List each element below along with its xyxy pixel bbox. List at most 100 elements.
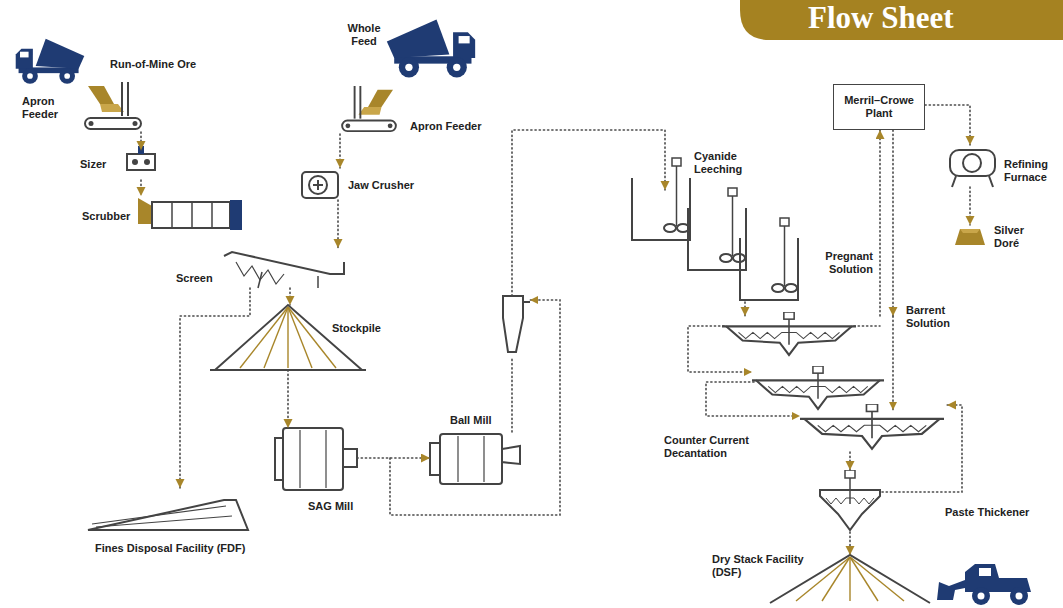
illustration-part [688,326,752,372]
illustration-part [171,202,173,228]
illustration-part [854,325,880,327]
apron-feeders [85,82,396,131]
illustration-part [440,434,502,484]
ball-mill [430,434,520,484]
illustration-part [963,154,981,172]
illustration-part [989,176,993,187]
illustration-part [211,202,213,228]
illustration-part [132,159,138,165]
flow-connector [879,130,881,316]
illustration-part [309,176,327,194]
illustration-part [457,436,458,482]
illustration-part [752,366,884,409]
scrubber [138,198,242,230]
illustration-part [796,557,850,601]
equipment-label: Ball Mill [450,414,492,427]
illustration-part [390,300,560,515]
flow-connector [140,180,142,196]
equipment: Apron Feeder [84,82,142,132]
illustration-part [191,202,193,228]
illustration-part [952,176,956,187]
illustration-part [849,557,850,601]
stockpile [210,305,366,370]
illustration-part [288,307,336,368]
illustration-part [850,557,878,601]
equipment-label: Fines Disposal Facility (FDF) [95,542,245,555]
process-box: Merril–Crowe Plant [833,84,925,130]
illustration-part [937,564,1031,605]
illustration-part [302,172,338,198]
equipment-label: Jaw Crusher [348,179,414,192]
illustration-part [780,218,789,226]
flow-connector [287,370,289,428]
flow-connector [512,130,665,432]
equipment: Scrubber [138,196,242,232]
equipment-label: Dry Stack Facility (DSF) [712,553,820,579]
flow-connector [892,130,894,316]
equipment: Screen [222,248,344,288]
illustration-part [287,307,288,368]
illustration-part [283,428,343,490]
recycle-lines [390,300,893,515]
illustration-part [342,86,396,131]
equipment-label: Run-of-Mine Ore [110,58,196,71]
equipment-label: Sizer [80,158,106,171]
sag-mill [275,428,357,490]
equipment: Run-of-Mine Ore [8,38,92,84]
illustration-part [343,449,357,467]
equipment: Apron Feeder [338,86,400,134]
equipment-label: Apron Feeder [22,95,80,121]
flow-connector [337,200,339,248]
illustration-part [950,150,995,176]
thickeners [722,312,944,530]
screen [224,252,344,288]
illustration-part [317,180,319,190]
equipment: Fines Disposal Facility (FDF) [88,488,248,532]
illustration-part [483,436,484,482]
equipment: Stockpile [215,305,362,370]
illustration-part [800,404,944,449]
illustration-part [728,188,737,196]
illustration-part [720,254,732,262]
illustration-part [127,154,155,170]
illustration-part [152,202,230,228]
equipment: Whole Feed [385,10,477,86]
illustration-part [892,316,894,410]
illustration-part [850,557,904,601]
refining-furnace [950,150,995,187]
equipment: Jaw Crusher [300,168,340,200]
equipment: Counter Current Decantation [715,316,947,452]
illustration-part [138,198,152,224]
stream-label: Pregnant Solution [815,250,873,276]
flow-connector [744,302,746,316]
flow-connector [140,132,142,150]
illustration-part [503,296,523,352]
equipment: Dry Stack Facility (DSF) [770,555,930,603]
illustration-part [632,178,690,240]
illustration-part [275,438,283,480]
illustration-part [224,252,344,274]
illustration-part [299,430,300,488]
illustration-part [96,516,232,527]
illustration-part [215,305,362,370]
illustration-part [317,276,319,288]
equipment-label: Apron Feeder [410,120,482,133]
illustration-part [732,196,734,256]
illustration-part [88,500,248,530]
equipment-label: Refining Furnace [1004,158,1058,184]
illustration-part [16,39,85,84]
illustration-part [688,208,746,270]
illustration-part [672,158,681,166]
illustration-part [387,19,475,77]
equipment: Paste Thickener [818,470,882,532]
flow-connector [357,457,430,459]
leach-tanks [632,158,798,300]
illustration-part [288,307,312,368]
fines-disposal-facility [88,500,248,530]
equipment: Cyanide Leeching [630,190,800,302]
dry-stack-facility [770,555,1031,605]
flow-connector [339,134,341,168]
equipment-label: Stockpile [332,322,381,335]
equipment: SAG Mill [275,428,357,490]
